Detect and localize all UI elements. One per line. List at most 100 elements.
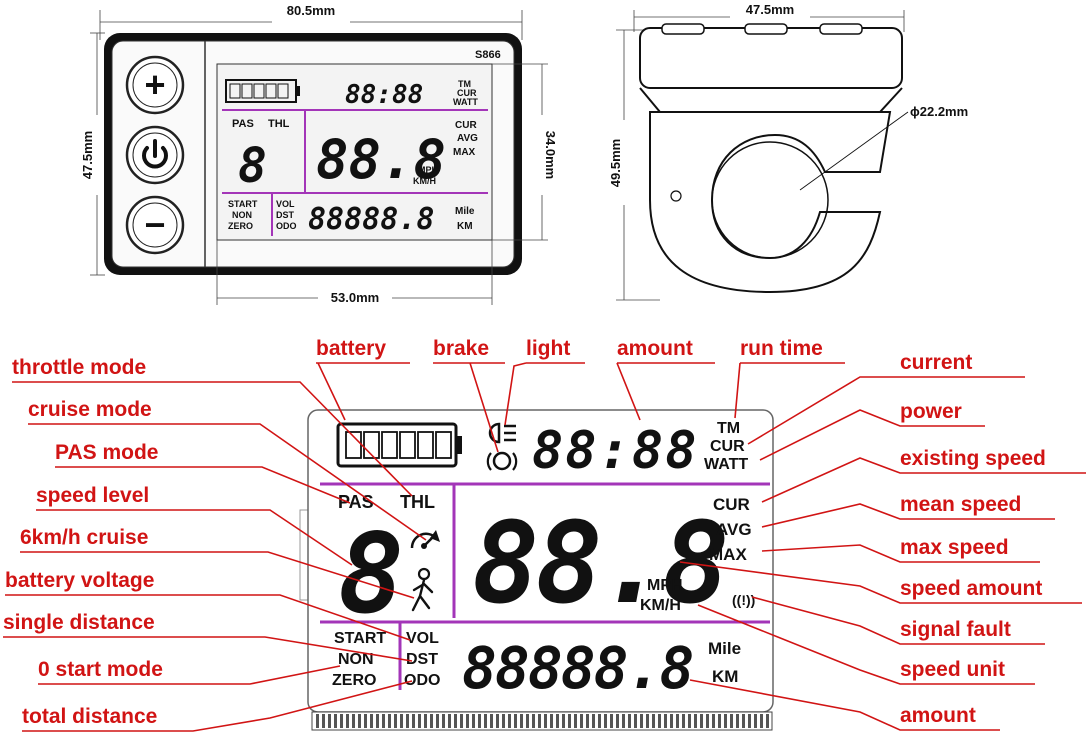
connector-pin [628,714,631,728]
leader-single-distance [3,636,413,662]
connector-pin [652,714,655,728]
model-label: S866 [475,49,501,61]
connector-pin [412,714,415,728]
connector-pin [568,714,571,728]
connector-pin [718,714,721,728]
minus-icon: − [144,204,165,245]
kmh-indicator: KM/H [640,597,681,614]
mini-odo: ODO [276,221,297,231]
connector-pin [382,714,385,728]
connector-pin [526,714,529,728]
connector-pin [742,714,745,728]
connector-pin [448,714,451,728]
connector-pin [562,714,565,728]
mph-indicator: MPH [647,577,683,594]
connector-pin [406,714,409,728]
leader-speed-level [36,509,353,566]
label-signal-fault: signal fault [900,618,1011,641]
speed-cur-indicator: CUR [713,495,750,514]
connector-pin [334,714,337,728]
callouts: battery brake light amount run time thro… [3,337,1086,732]
leader-mean-speed [761,503,1055,528]
power-button[interactable] [125,125,185,185]
mini-speed-max: MAX [453,147,476,158]
connector-pin [322,714,325,728]
mini-tm: TM [458,79,471,89]
mini-watt: WATT [453,97,478,107]
connector-pin [436,714,439,728]
dim-front-width: 80.5mm [99,3,523,40]
connector-pin [736,714,739,728]
connector-pin [664,714,667,728]
connector-pin [688,714,691,728]
pas-indicator: PAS [338,492,374,512]
leader-signal-fault [751,596,1045,645]
leader-speed-amount [679,561,1082,604]
dim-side-height-label: 49.5mm [608,139,623,187]
leader-amount-top [616,362,715,421]
connector-pin [760,714,763,728]
mini-level-digit: 8 [238,138,267,194]
connector-pin [676,714,679,728]
label-6kmh-cruise: 6km/h cruise [20,526,148,549]
speed-avg-indicator: AVG [716,520,752,539]
connector-pin [544,714,547,728]
plus-icon: + [144,64,165,105]
connector-pin [730,714,733,728]
level-digit: 8 [338,510,404,638]
time-digits: 88:88 [532,421,699,481]
km-indicator: KM [712,667,738,686]
connector-pin [706,714,709,728]
connector-pin [472,714,475,728]
connector-pin [616,714,619,728]
label-speed-level: speed level [36,484,149,507]
connector-pin [370,714,373,728]
label-power: power [900,400,962,423]
connector-pin [484,714,487,728]
cruise-icon [410,530,440,549]
mini-pas: PAS [232,118,254,130]
distance-digits: 88888.8 [462,634,693,702]
walk-assist-icon [411,567,434,612]
connector-pin [640,714,643,728]
speed-max-indicator: MAX [709,545,747,564]
label-mean-speed: mean speed [900,493,1021,516]
connector-pin [394,714,397,728]
connector-pin [592,714,595,728]
leader-total-distance [22,680,413,732]
front-view: 80.5mm 47.5mm + [80,3,558,305]
leader-run-time [734,362,845,419]
connector-pin [316,714,319,728]
connector-pin [460,714,463,728]
label-battery: battery [316,337,386,360]
connector-pin [754,714,757,728]
connector-pin [478,714,481,728]
connector-pin [508,714,511,728]
mini-mph: MPH [418,165,438,175]
mini-cur: CUR [457,88,477,98]
minus-button[interactable]: − [125,195,185,255]
dim-front-width-label: 80.5mm [287,3,335,18]
mini-non: NON [232,210,252,220]
connector-pin [496,714,499,728]
label-existing-speed: existing speed [900,447,1046,470]
plus-button[interactable]: + [125,55,185,115]
lcd-connector [311,711,773,731]
label-pas-mode: PAS mode [55,441,158,464]
leader-6kmh-cruise [20,551,415,599]
label-amount-bottom: amount [900,704,976,727]
label-single-distance: single distance [3,611,155,634]
leader-light [504,362,585,426]
connector-pin [538,714,541,728]
mile-indicator: Mile [708,639,741,658]
mini-speed-avg: AVG [457,133,478,144]
label-speed-unit: speed unit [900,658,1005,681]
connector-pin [604,714,607,728]
connector-pin [550,714,553,728]
connector-pin [388,714,391,728]
side-view: 47.5mm 49.5mm ϕ22.2mm [608,2,968,301]
dim-screen-width: 53.0mm [216,240,493,305]
mini-speed-cur: CUR [455,120,477,131]
connector-pin [430,714,433,728]
cur-indicator: CUR [710,438,745,455]
